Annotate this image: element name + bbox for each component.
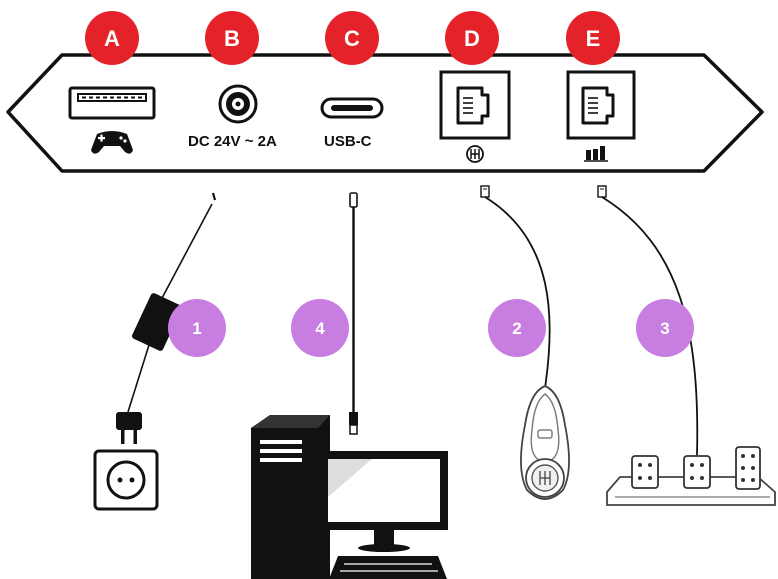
port-letter-b: B bbox=[224, 26, 240, 51]
step-number-1: 1 bbox=[192, 319, 201, 338]
step-badge-3: 3 bbox=[636, 299, 694, 357]
rj-port-icon-e bbox=[566, 70, 636, 140]
gear-shifter-icon bbox=[520, 385, 570, 500]
port-letter-a: A bbox=[104, 26, 120, 51]
port-badge-d: D bbox=[445, 11, 499, 65]
port-letter-c: C bbox=[344, 26, 360, 51]
port-badge-e: E bbox=[566, 11, 620, 65]
gamepad-icon bbox=[91, 131, 133, 154]
power-cable bbox=[127, 192, 217, 413]
pedals-cable bbox=[597, 185, 699, 456]
port-b-label: DC 24V ~ 2A bbox=[188, 133, 277, 150]
pedals-icon bbox=[584, 146, 608, 162]
rj-port-icon-d bbox=[439, 70, 511, 140]
wall-outlet-icon bbox=[93, 449, 159, 511]
usb-a-port-icon bbox=[68, 86, 156, 120]
desktop-computer-icon bbox=[251, 415, 448, 579]
port-letter-e: E bbox=[586, 26, 601, 51]
step-number-3: 3 bbox=[660, 319, 669, 338]
pedals-device-icon bbox=[606, 446, 776, 506]
power-plug-icon bbox=[116, 412, 142, 444]
dc-barrel-port-icon bbox=[218, 84, 258, 124]
step-number-2: 2 bbox=[512, 319, 521, 338]
port-badge-a: A bbox=[85, 11, 139, 65]
step-badge-1: 1 bbox=[168, 299, 226, 357]
port-letter-d: D bbox=[464, 26, 480, 51]
port-badge-c: C bbox=[325, 11, 379, 65]
step-badge-4: 4 bbox=[291, 299, 349, 357]
usb-c-port-icon bbox=[320, 97, 384, 119]
device-port-panel bbox=[6, 53, 764, 173]
shifter-icon bbox=[466, 145, 484, 163]
usb-cable bbox=[349, 192, 358, 435]
shifter-cable bbox=[480, 185, 551, 389]
step-number-4: 4 bbox=[315, 319, 325, 338]
port-badge-b: B bbox=[205, 11, 259, 65]
step-badge-2: 2 bbox=[488, 299, 546, 357]
port-c-label: USB-C bbox=[324, 133, 372, 150]
